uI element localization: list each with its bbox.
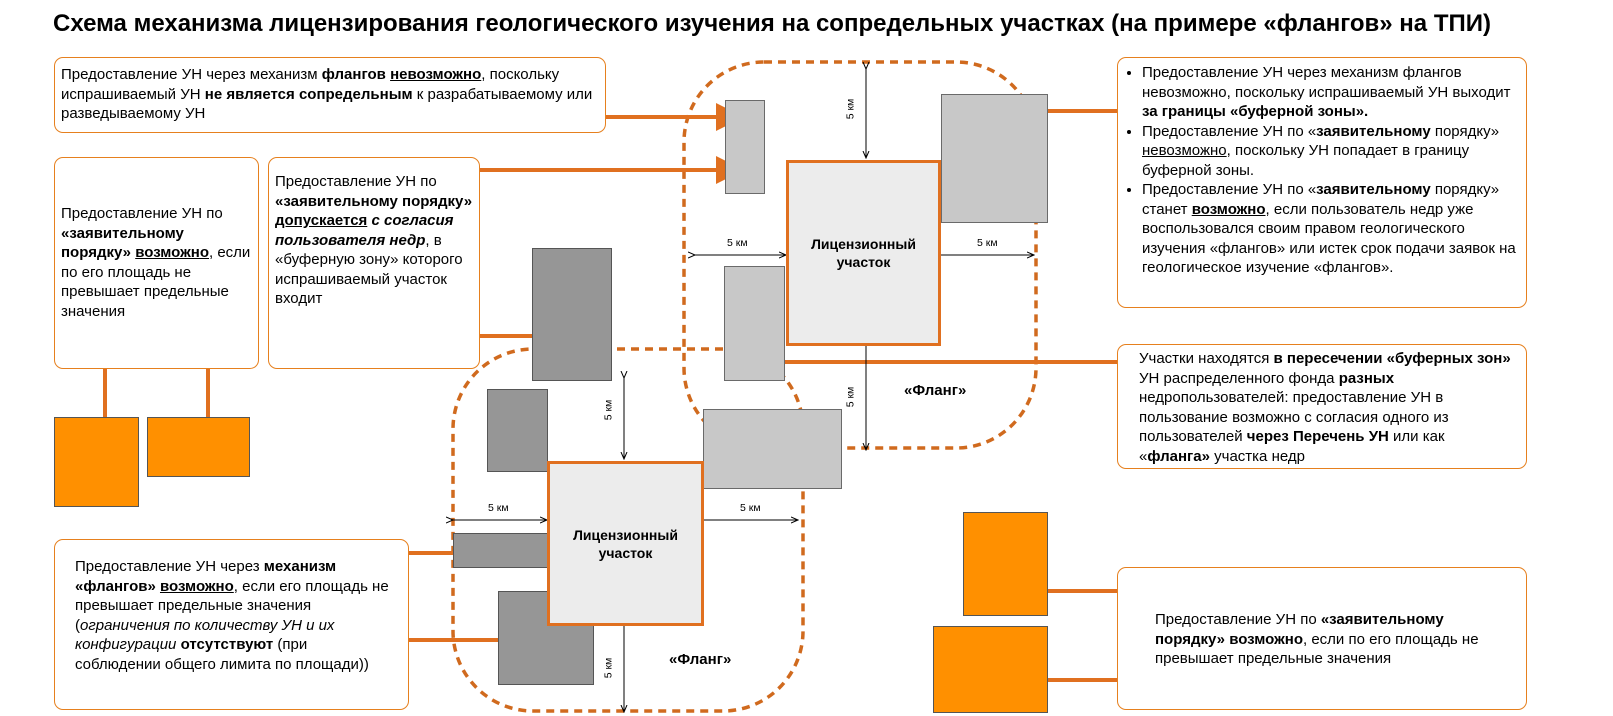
grey-plot-6	[487, 389, 548, 472]
km-label: 5 км	[740, 502, 761, 514]
note-left-upper: Предоставление УН по «заявительному поря…	[54, 157, 259, 369]
note-middle-right: Участки находятся в пересечении «буферны…	[1117, 344, 1527, 469]
note-top-right: Предоставление УН через механизм флангов…	[1117, 57, 1527, 308]
page-title: Схема механизма лицензирования геологиче…	[53, 10, 1491, 37]
grey-plot-7	[453, 533, 548, 568]
note-bottom-right: Предоставление УН по «заявительному поря…	[1117, 567, 1527, 710]
flank-label-lower: «Фланг»	[669, 651, 732, 668]
orange-plot-4	[933, 626, 1048, 713]
km-label: 5 км	[727, 237, 748, 249]
flank-label-upper: «Фланг»	[904, 382, 967, 399]
grey-plot-3	[724, 266, 785, 381]
orange-plot-2	[147, 417, 250, 477]
km-label: 5 км	[602, 657, 615, 679]
note-bottom-left: Предоставление УН через механизм «фланго…	[54, 539, 409, 710]
note-top-left: Предоставление УН через механизм флангов…	[54, 57, 606, 133]
buffer-zone-upper	[682, 60, 1038, 450]
orange-plot-1	[54, 417, 139, 507]
km-label: 5 км	[488, 502, 509, 514]
bullet-3: Предоставление УН по «заявительному поря…	[1142, 180, 1518, 278]
km-label: 5 км	[977, 237, 998, 249]
km-label: 5 км	[602, 399, 615, 421]
note-middle: Предоставление УН по «заявительному поря…	[268, 157, 480, 369]
orange-plot-3	[963, 512, 1048, 616]
bullet-1: Предоставление УН через механизм флангов…	[1142, 63, 1518, 122]
grey-plot-5	[532, 248, 612, 381]
grey-plot-2	[941, 94, 1048, 223]
grey-plot-4	[703, 409, 842, 489]
km-label: 5 км	[844, 98, 857, 120]
km-label: 5 км	[844, 386, 857, 408]
grey-plot-1	[725, 100, 765, 194]
bullet-2: Предоставление УН по «заявительному поря…	[1142, 122, 1518, 181]
